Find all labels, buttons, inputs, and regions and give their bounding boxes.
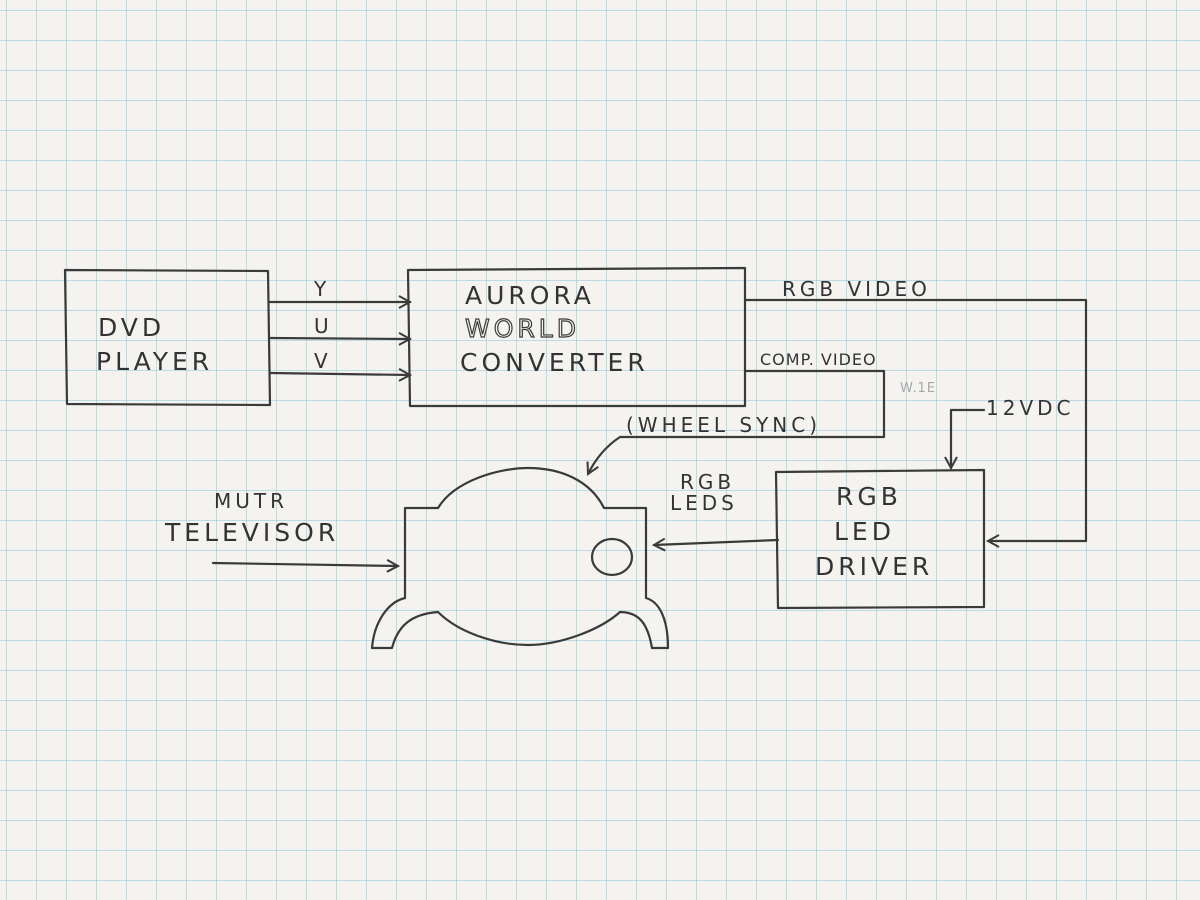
v-signal-arrow [268, 373, 410, 375]
dvd-player-box [63, 268, 272, 407]
power-input: 12VDC [951, 396, 1075, 468]
device-label-line2: TELEVISOR [164, 518, 339, 547]
converter-label-line1: AURORA [465, 281, 595, 310]
power-arrow [951, 408, 986, 468]
comp-video-line [588, 369, 886, 474]
converter-label-line3: CONVERTER [460, 348, 649, 377]
v-signal-label: V [314, 349, 332, 373]
device-pointer-arrow [211, 563, 398, 566]
u-signal-arrow [268, 338, 410, 339]
rgb-leds-label-line1: RGB [680, 470, 735, 494]
led-driver-label-line3: DRIVER [815, 552, 933, 581]
led-driver-box [774, 468, 986, 610]
rgb-leds-arrow [654, 540, 780, 545]
mechanical-television-drawing [370, 466, 670, 650]
faint-pencil-note: W.1E [900, 381, 936, 396]
rgb-leds-connection: RGB LEDS [654, 470, 780, 545]
rgb-leds-label-line2: LEDS [670, 491, 738, 515]
dvd-player-label-line1: DVD [98, 313, 165, 342]
u-signal-label: U [314, 314, 333, 338]
yuv-connections: Y U V [268, 277, 410, 375]
comp-video-path: COMP. VIDEO W.1E (WHEEL SYNC) [588, 350, 936, 474]
dvd-player-block: DVD PLAYER [63, 268, 272, 407]
wheel-sync-label: (WHEEL SYNC) [626, 413, 821, 437]
led-window-circle [590, 537, 634, 577]
led-driver-label-line2: LED [834, 517, 895, 546]
converter-label-line2: WORLD [465, 314, 580, 343]
rgb-video-path: RGB VIDEO [743, 277, 1088, 541]
dvd-player-label-line2: PLAYER [96, 347, 213, 376]
comp-video-label: COMP. VIDEO [760, 350, 877, 369]
rgb-video-label: RGB VIDEO [782, 277, 931, 301]
converter-block: AURORA WORLD CONVERTER [406, 266, 747, 408]
rgb-video-line [743, 298, 1088, 541]
y-signal-label: Y [313, 277, 330, 301]
power-label: 12VDC [986, 396, 1075, 420]
device-label-line1: MUTR [214, 489, 288, 513]
device-label-group: MUTR TELEVISOR [164, 489, 398, 566]
television-body-outline [370, 466, 670, 650]
led-driver-block: RGB LED DRIVER [774, 468, 986, 610]
converter-box [406, 266, 747, 408]
led-driver-label-line1: RGB [836, 482, 902, 511]
